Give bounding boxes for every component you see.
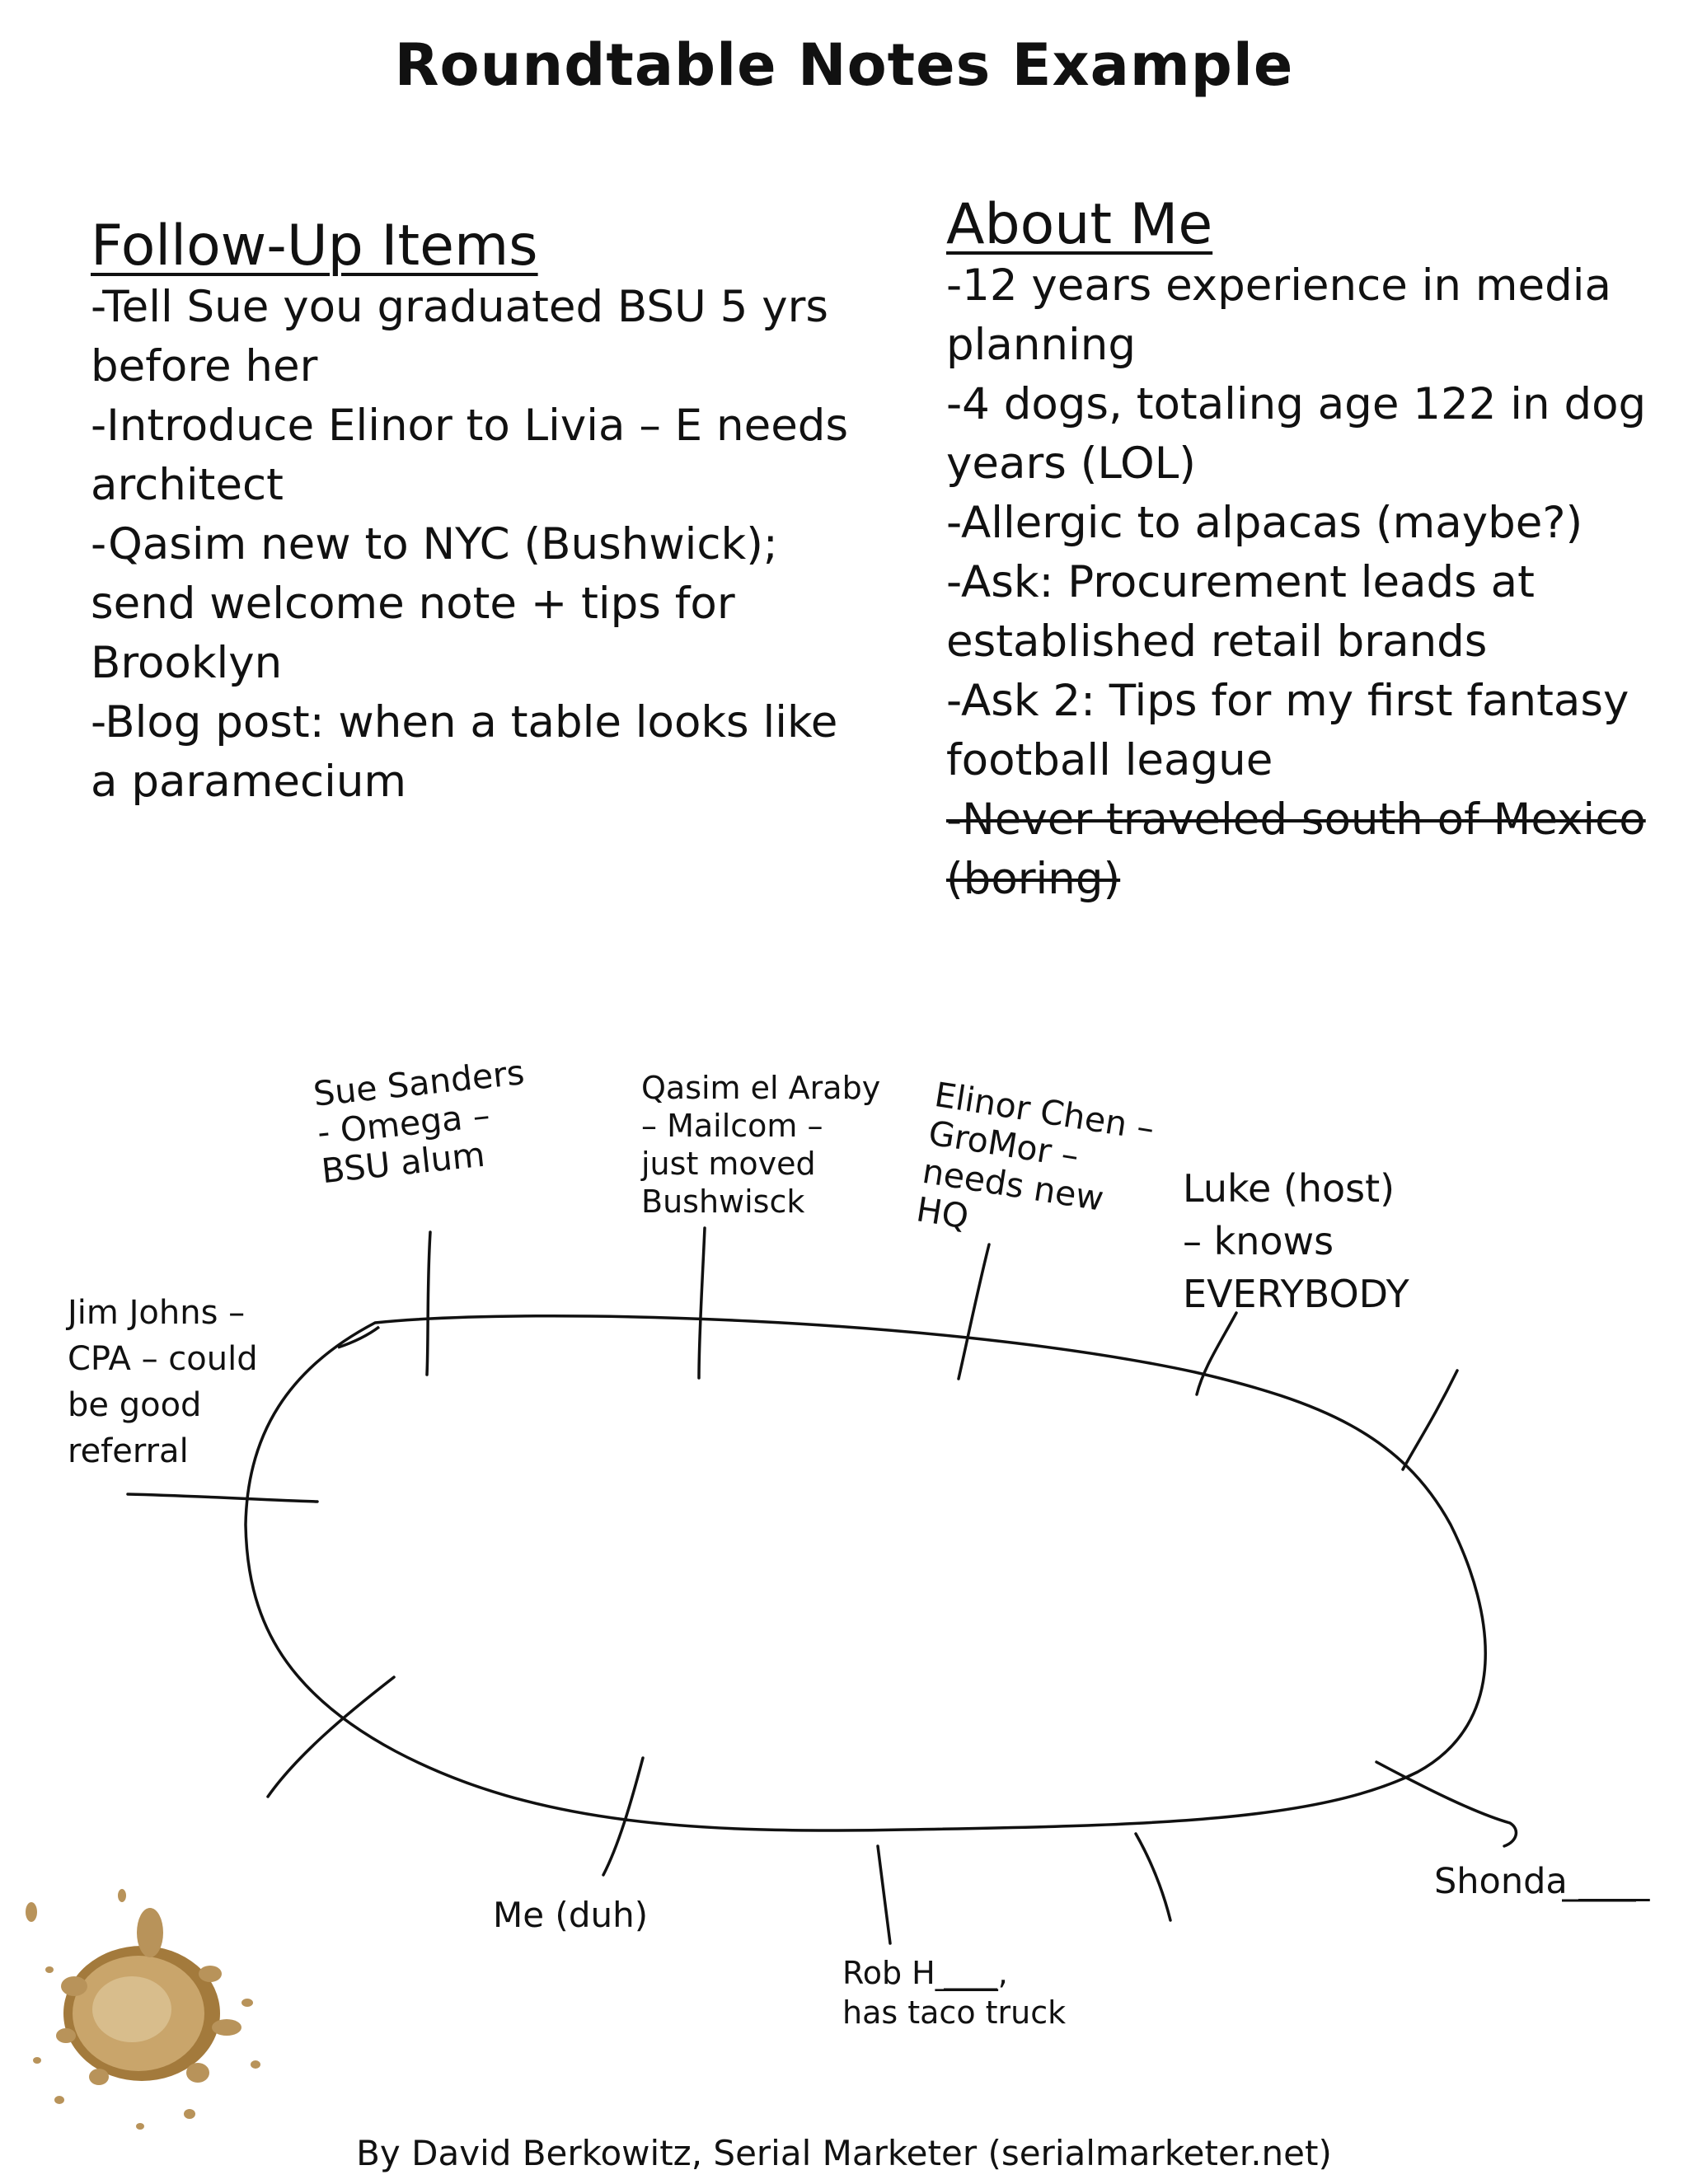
seat-line-lower-left [266,1675,396,1798]
list-item: -Qasim new to NYC (Bushwick); send welco… [91,518,778,688]
list-item: -Blog post: when a table looks like a pa… [91,696,838,807]
seat-label-rob: Rob H____, has taco truck [842,1955,1067,2031]
seat-line-rob [876,1844,892,1945]
seat-label-luke: Luke (host) – knows EVERYBODY [1183,1166,1409,1316]
seat-line-qasim [697,1226,706,1380]
seat-label-me: Me (duh) [493,1895,649,1935]
list-item: -4 dogs, totaling age 122 in dog years (… [946,378,1647,489]
seat-line-shonda [1375,1760,1518,1848]
seat-line-right-top [1401,1369,1459,1471]
about-me-heading: About Me [946,192,1213,257]
list-item: -Introduce Elinor to Livia – E needs arc… [91,400,849,510]
seat-label-qasim: Qasim el Araby – Mailcom – just moved Bu… [641,1070,881,1220]
follow-up-section: Follow-Up Items -Tell Sue you graduated … [91,213,857,812]
struck-list-item: -Never traveled south of Mexico (boring) [946,794,1646,904]
list-item: -Ask 2: Tips for my first fantasy footba… [946,675,1629,785]
list-item: -12 years experience in media planning [946,260,1611,370]
list-item: -Ask: Procurement leads at established r… [946,556,1535,667]
seat-line-luke [1195,1311,1238,1396]
seat-line-me [602,1756,645,1877]
coffee-stain-icon [26,1889,260,2130]
table-outline-tail [337,1325,381,1349]
page-title: Roundtable Notes Example [394,31,1294,99]
seat-line-lower-right [1134,1832,1172,1922]
table-outline [244,1315,1487,1832]
about-me-section: About Me -12 years experience in media p… [946,194,1655,909]
seat-label-jim: Jim Johns – CPA – could be good referral [68,1294,258,1470]
footer-credit: By David Berkowitz, Serial Marketer (ser… [356,2133,1332,2173]
list-item: -Allergic to alpacas (maybe?) [946,497,1583,548]
follow-up-heading: Follow-Up Items [91,213,538,279]
seat-line-elinor [957,1243,991,1380]
seat-label-sue: Sue Sanders - Omega – BSU alum [311,1052,527,1192]
about-me-list: -12 years experience in media planning -… [946,256,1655,909]
list-item: -Tell Sue you graduated BSU 5 yrs before… [91,281,828,391]
seat-label-shonda: Shonda ____ [1434,1861,1650,1902]
seat-line-jim [126,1493,319,1503]
follow-up-list: -Tell Sue you graduated BSU 5 yrs before… [91,278,857,812]
seat-line-sue [425,1230,432,1376]
